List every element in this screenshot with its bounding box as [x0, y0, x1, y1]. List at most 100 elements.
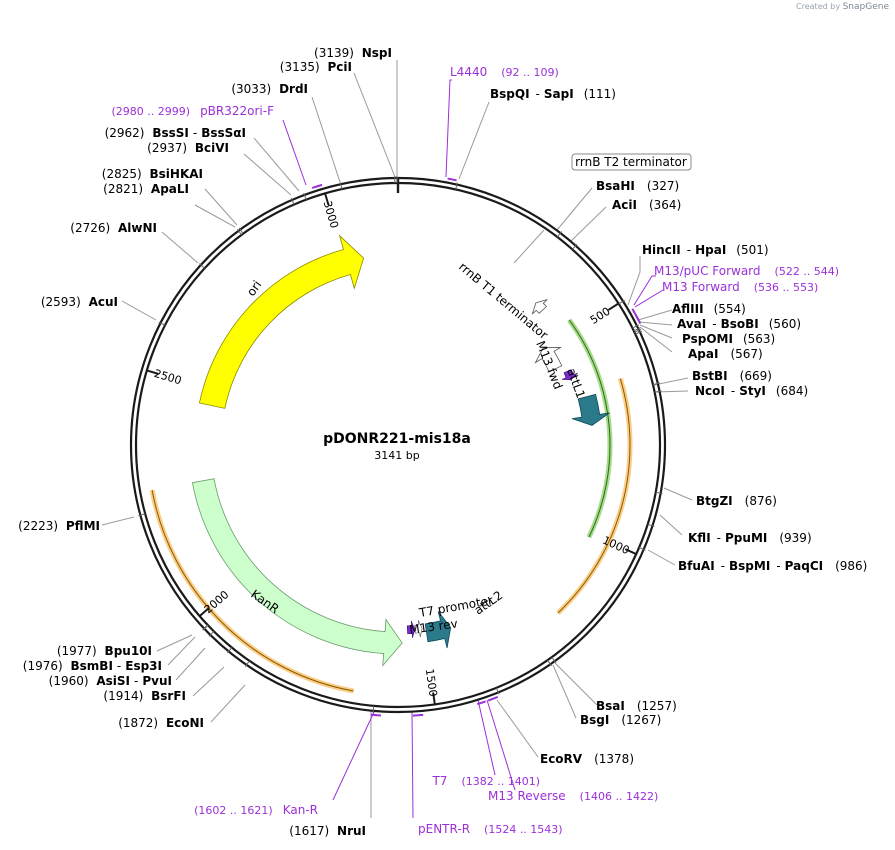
primer-mark-kan-r [370, 713, 381, 717]
primer-mark-pbr322ori-f [311, 183, 323, 189]
site-tick-bfuai [638, 546, 646, 551]
features-layer [149, 234, 633, 694]
ori-arrow [198, 234, 365, 409]
site-acui[interactable]: (2593) AcuI [41, 295, 118, 309]
rrnb-t2-arrow [531, 299, 548, 315]
site-bsihkai[interactable]: (2825) BsiHKAI [102, 167, 203, 181]
site-tick-acii [571, 243, 578, 250]
kanr-arrow [191, 478, 403, 667]
site-kfli[interactable]: KflI-PpuMI(939) [688, 531, 812, 545]
plasmid-length: 3141 bp [374, 449, 419, 462]
primer-leader-lines [282, 79, 664, 819]
site-bpu10i[interactable]: (1977) Bpu10I [57, 644, 152, 658]
site-ecorv[interactable]: EcoRV(1378) [540, 752, 634, 766]
leader-lines [101, 60, 693, 818]
site-hincii[interactable]: HincII-HpaI(501) [642, 243, 769, 257]
site-tick-ecorv [495, 687, 500, 695]
site-tick-kfli [647, 523, 655, 527]
site-bspqi[interactable]: BspQI-SapI(111) [490, 87, 616, 101]
plasmid-name: pDONR221-mis18a [323, 431, 471, 447]
site-tick-acui [158, 321, 166, 326]
site-tick-ncoi [654, 390, 662, 393]
primer-m13puc-forward[interactable]: M13/pUC Forward(522 .. 544) [654, 264, 839, 278]
site-tick-drdi [339, 182, 343, 190]
site-pcii[interactable]: (3135) PciI [280, 60, 352, 74]
attl1-arrow [571, 393, 610, 426]
site-apai[interactable]: ApaI(567) [688, 347, 763, 361]
site-tick-bpu10i [202, 624, 209, 631]
primer-t7[interactable]: T7(1382 .. 1401) [431, 774, 540, 788]
ccdb-region-line [568, 319, 611, 538]
site-econi[interactable]: (1872) EcoNI [118, 716, 204, 730]
m13-rev-label[interactable]: M13 rev [408, 616, 458, 637]
attl2-label[interactable]: attL2 [472, 588, 506, 617]
rrnb-t2-label: rrnB T2 terminator [575, 155, 687, 169]
site-alwni[interactable]: (2726) AlwNI [70, 221, 157, 235]
enzyme-labels-right: BspQI-SapI(111) BsaHI(327) AciI(364) Hin… [490, 87, 867, 766]
site-bfuai[interactable]: BfuAI-BspMI-PaqCI(986) [678, 559, 867, 573]
created-by-text: Created by [796, 2, 841, 11]
primer-mark-pentr-r [412, 713, 424, 717]
site-tick-bsahi [557, 231, 563, 238]
primer-marks [138, 176, 663, 717]
site-bsrfi[interactable]: (1914) BsrFI [103, 689, 186, 703]
primer-l4440[interactable]: L4440(92 .. 109) [450, 65, 559, 79]
site-tick-bcivi [290, 197, 295, 205]
m13-fwd-arrow [561, 369, 578, 381]
site-acii[interactable]: AciI(364) [612, 198, 681, 212]
t7-promoter-arrow [414, 620, 423, 638]
scale-label-2000: 2000 [202, 588, 232, 616]
site-bcivi[interactable]: (2937) BciVI [147, 141, 229, 155]
site-tick-bspqi [455, 182, 458, 190]
site-pflmi[interactable]: (2223) PflMI [18, 519, 100, 533]
enzyme-labels-left: (3139) NspI (3135) PciI (3033) DrdI (296… [18, 46, 392, 838]
snapgene-logo-text: SnapGene [842, 2, 889, 12]
site-tick-nrui [372, 705, 375, 713]
primer-kan-r[interactable]: (1602 .. 1621)Kan-R [194, 803, 318, 817]
primer-m13-reverse[interactable]: M13 Reverse(1406 .. 1422) [488, 789, 658, 803]
site-btgzi[interactable]: BtgZI(876) [696, 494, 777, 508]
site-tick-apai [635, 330, 642, 335]
primer-m13-forward[interactable]: M13 Forward(536 .. 553) [662, 280, 818, 294]
site-tick-bsrfi [226, 647, 233, 654]
site-nspi[interactable]: (3139) NspI [314, 46, 392, 60]
rrnb-t2-terminator-callout[interactable]: rrnB T2 terminator [571, 153, 692, 171]
site-tick-btgzi [655, 491, 663, 495]
attb-region-line-left [151, 490, 354, 692]
site-bsgi[interactable]: BsgI(1267) [580, 713, 661, 727]
site-aflii[interactable]: AflIII(554) [672, 302, 746, 316]
scale-tick-3000 [324, 193, 330, 206]
primer-pentr-r[interactable]: pENTR-R(1524 .. 1543) [418, 822, 563, 836]
site-nrui[interactable]: (1617) NruI [289, 824, 366, 838]
site-asisi[interactable]: (1960) AsiSI-PvuI [49, 674, 172, 688]
site-tick-econi [245, 660, 250, 667]
site-tick-avai [633, 327, 641, 332]
primer-mark-m13-rev [477, 700, 486, 706]
primer-mark-l4440 [447, 177, 457, 182]
site-avai[interactable]: AvaI-BsoBI(560) [677, 317, 801, 331]
site-bsmbi[interactable]: (1976) BsmBI-Esp3I [23, 659, 162, 673]
site-apali[interactable]: (2821) ApaLI [103, 182, 189, 196]
scale-label-3000: 3000 [321, 199, 341, 230]
site-tick-apali [236, 228, 242, 236]
site-tick-hincii [618, 299, 625, 305]
site-tick-bsmbi [202, 625, 209, 631]
m13-rev-arrow [406, 620, 416, 638]
attl1-label[interactable]: attL1 [564, 366, 588, 400]
site-pspomi[interactable]: PspOMI(563) [682, 332, 775, 346]
primer-pbr322ori-f[interactable]: (2980 .. 2999)pBR322ori-F [112, 104, 275, 118]
site-bsahi[interactable]: BsaHI(327) [596, 179, 679, 193]
scale-tick-2500 [146, 369, 159, 375]
primer-mark-m13-fwd [635, 314, 642, 325]
primer-labels: L4440(92 .. 109) M13/pUC Forward(522 .. … [112, 65, 840, 836]
site-drdi[interactable]: (3033) DrdI [231, 82, 308, 96]
rrnb-t1-label[interactable]: rrnB T1 terminator [456, 260, 551, 343]
site-tick-asisi [208, 631, 215, 637]
site-bstbi[interactable]: BstBI(669) [692, 369, 772, 383]
site-bsssi[interactable]: (2962) BssSI-BssSαI [105, 126, 246, 140]
site-ncoi[interactable]: NcoI-StyI(684) [695, 384, 808, 398]
rrnb-t1-arrow [534, 346, 563, 373]
site-bsai[interactable]: BsaI(1257) [596, 699, 677, 713]
site-tick-bsihkai [238, 227, 244, 234]
